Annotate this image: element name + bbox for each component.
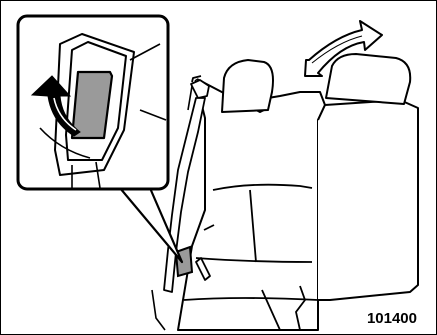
- figure-id-label: 101400: [367, 310, 417, 327]
- inset-box: [18, 16, 168, 189]
- seatback: [178, 78, 418, 330]
- inset-lever: [72, 72, 112, 138]
